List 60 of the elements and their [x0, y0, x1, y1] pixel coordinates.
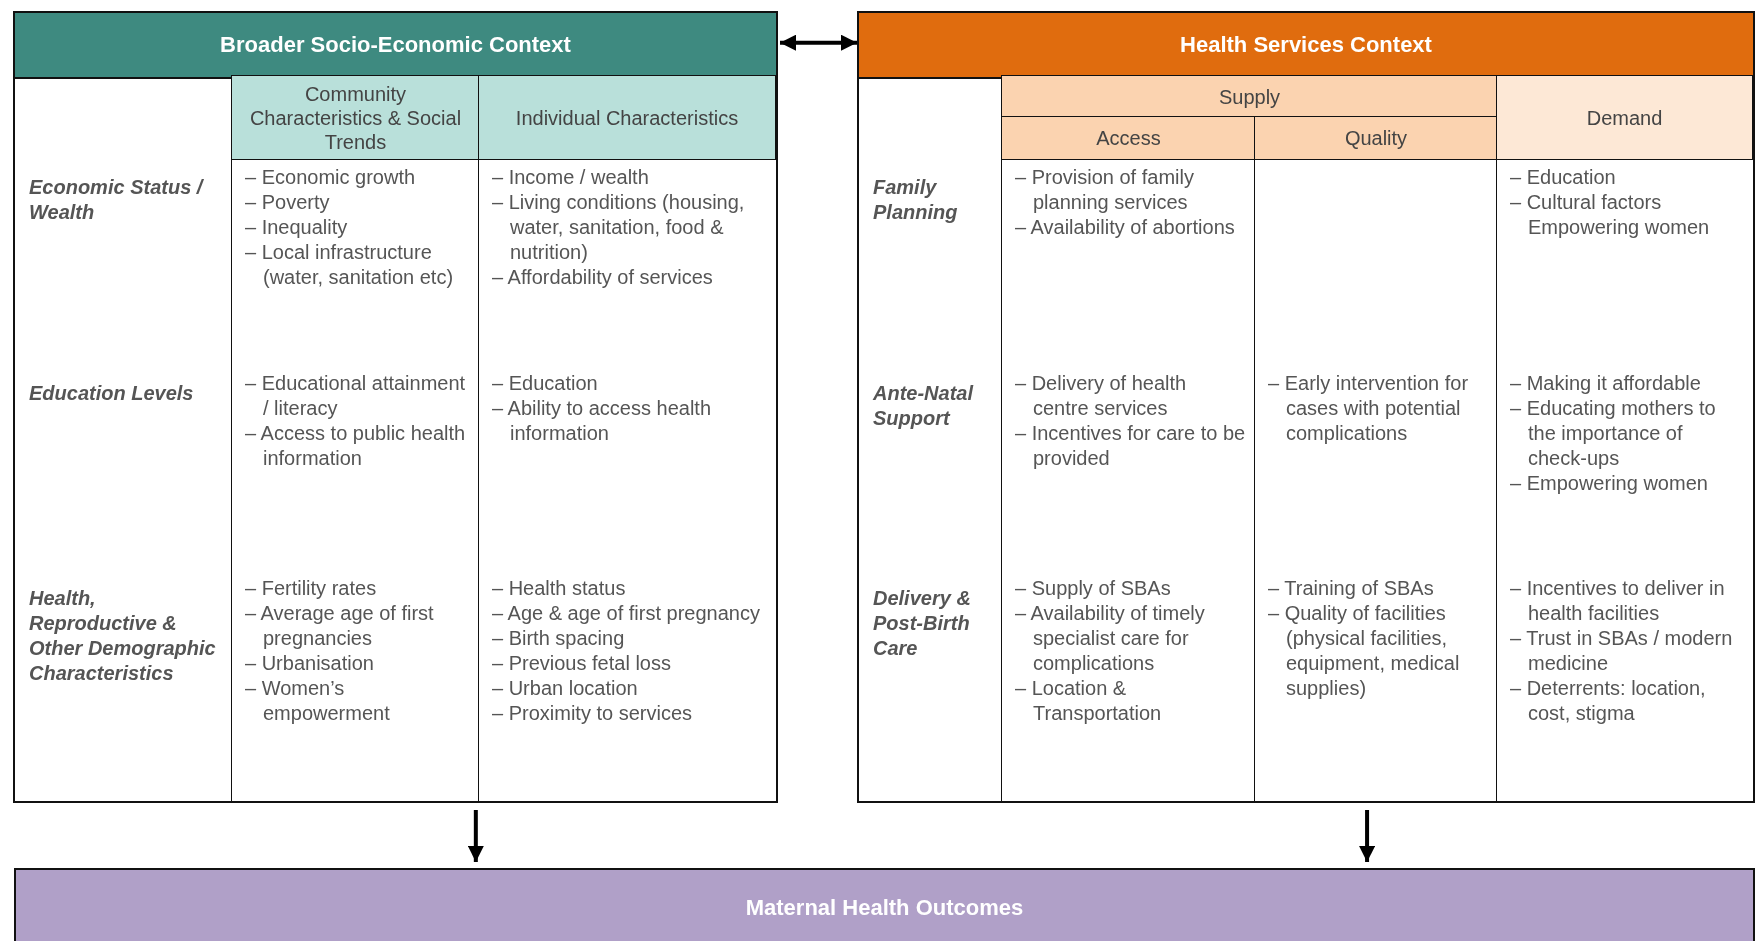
bullet-item: – Quality of facilities (physical facilities, equipment, medical supplies)	[1268, 601, 1461, 701]
row-label: Delivery & Post-Birth Care	[873, 586, 972, 661]
bullet-item: – Provision of family planning services	[1015, 165, 1195, 215]
arrow	[780, 34, 857, 51]
column-header: Individual Characteristics	[478, 75, 776, 160]
bullet-item: – Previous fetal loss	[492, 651, 672, 676]
bullet-item: – Age & age of first pregnancy	[492, 601, 761, 626]
bullet-item: – Trust in SBAs / modern medicine	[1510, 626, 1734, 676]
bullet-item: – Affordability of services	[492, 265, 714, 290]
bullet-item: – Urban location	[492, 676, 639, 701]
bullet-item: – Training of SBAs	[1268, 576, 1435, 601]
bullet-item: – Education	[1510, 165, 1617, 190]
panel-heading: Health Services Context	[859, 13, 1753, 79]
bullet-item: – Cultural factors	[1510, 190, 1663, 215]
bullet-item: – Availability of abortions	[1015, 215, 1236, 240]
bullet-item: – Incentives for care to be provided	[1015, 421, 1246, 471]
bullet-item: – Economic growth	[245, 165, 417, 190]
bullet-item: – Ability to access health information	[492, 396, 712, 446]
bullet-item: – Making it affordable	[1510, 371, 1702, 396]
bullet-item: – Empowering women	[1510, 471, 1709, 496]
bullet-item: – Incentives to deliver in health facilities	[1510, 576, 1726, 626]
bullet-item: – Supply of SBAs	[1015, 576, 1172, 601]
bullet-item: – Birth spacing	[492, 626, 626, 651]
row-label: Family Planning	[873, 175, 959, 225]
context-panel	[857, 11, 1755, 803]
bullet-item: – Availability of timely specialist care for complications	[1015, 601, 1206, 676]
bullet-item: – Income / wealth	[492, 165, 650, 190]
row-label: Economic Status / Wealth	[29, 175, 205, 225]
outcome-bar: Maternal Health Outcomes	[14, 868, 1755, 941]
column-header: Quality	[1254, 116, 1498, 160]
column-header: Community Characteristics & Social Trends	[231, 75, 480, 160]
bullet-item: – Living conditions (housing, water, sanitation, food & nutrition)	[492, 190, 746, 265]
arrow	[1359, 810, 1376, 862]
bullet-item: – Early intervention for cases with potential complications	[1268, 371, 1470, 446]
row-label: Education Levels	[29, 381, 195, 406]
bullet-item: – Urbanisation	[245, 651, 375, 676]
bullet-item: – Local infrastructure (water, sanitation etc)	[245, 240, 455, 290]
bullet-item: – Deterrents: location, cost, stigma	[1510, 676, 1707, 726]
bullet-item: – Average age of first pregnancies	[245, 601, 435, 651]
column-header: Access	[1001, 116, 1256, 160]
bullet-item: – Poverty	[245, 190, 331, 215]
row-label: Health, Reproductive & Other Demographic Characteristics	[29, 586, 217, 686]
arrow	[467, 810, 484, 862]
bullet-item: – Educational attainment / literacy	[245, 371, 467, 421]
column-header: Supply	[1001, 75, 1498, 118]
bullet-item: – Educating mothers to the importance of check-ups	[1510, 396, 1717, 471]
bullet-item: – Location & Transportation	[1015, 676, 1163, 726]
bullet-item: – Delivery of health centre services	[1015, 371, 1188, 421]
bullet-item: – Fertility rates	[245, 576, 378, 601]
panel-heading: Broader Socio-Economic Context	[15, 13, 776, 79]
bullet-item: – Proximity to services	[492, 701, 694, 726]
bullet-item: – Women’s empowerment	[245, 676, 391, 726]
column-header: Demand	[1496, 75, 1753, 160]
bullet-item: – Health status	[492, 576, 627, 601]
bullet-item: – Access to public health information	[245, 421, 467, 471]
bullet-item: – Inequality	[245, 215, 349, 240]
list-item: Empowering women	[1527, 215, 1711, 240]
bullet-item: – Education	[492, 371, 599, 396]
row-label: Ante-Natal Support	[873, 381, 975, 431]
context-panel	[13, 11, 778, 803]
